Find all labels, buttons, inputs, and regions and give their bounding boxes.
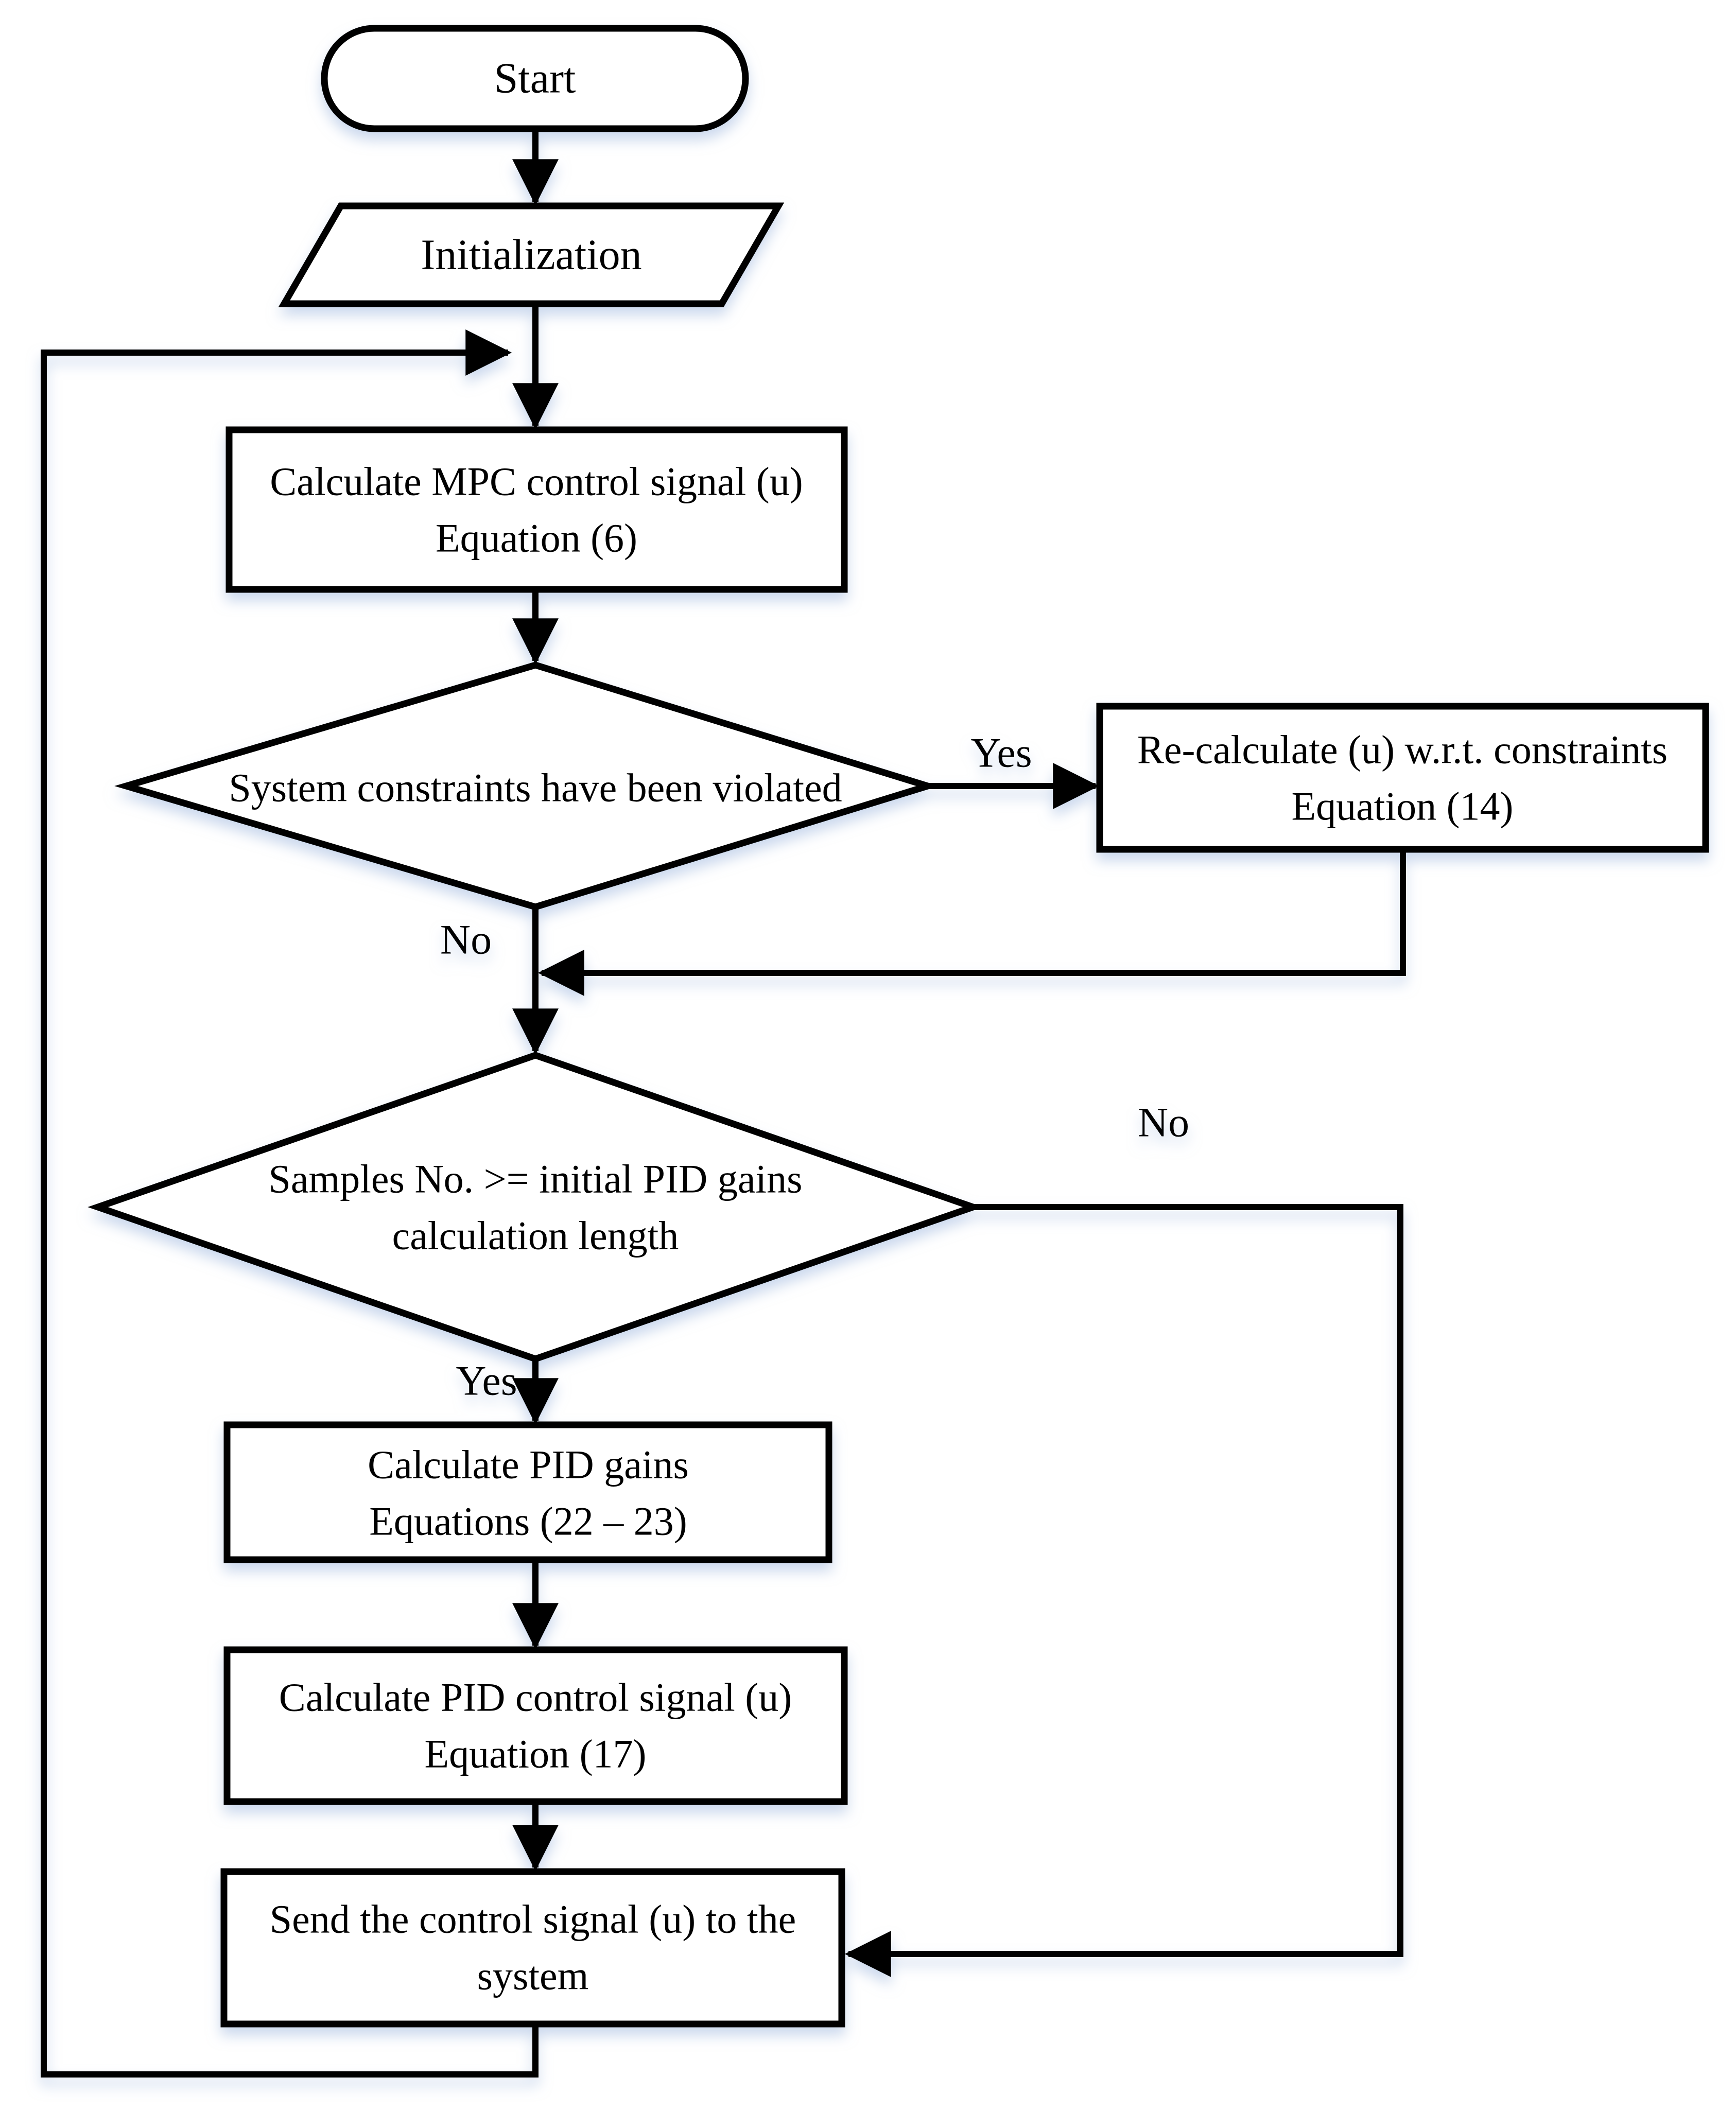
recalculate-label-line2: Equation (14) xyxy=(1291,784,1513,829)
pid-signal-label-line2: Equation (17) xyxy=(424,1732,646,1776)
pid-signal-process-box xyxy=(223,1646,848,1805)
initialization-parallelogram xyxy=(278,202,785,307)
calc-mpc-label-line1: Calculate MPC control signal (u) xyxy=(270,459,803,504)
samples-decision-diamond xyxy=(88,1052,983,1363)
label-samples-yes: Yes xyxy=(456,1357,517,1404)
calc-mpc-label-line2: Equation (6) xyxy=(436,516,637,561)
edge-loop-back xyxy=(41,329,539,2078)
constraints-decision-label: System constraints have been violated xyxy=(229,765,842,810)
edge-recalculate-to-merge xyxy=(537,849,1406,996)
recalculate-label-line1: Re-calculate (u) w.r.t. constraints xyxy=(1137,727,1668,772)
calc-mpc-process-box xyxy=(225,426,848,593)
pid-gains-label-line2: Equations (22 – 23) xyxy=(369,1499,687,1544)
label-constraints-no: No xyxy=(440,916,492,963)
initialization-label: Initialization xyxy=(421,231,641,279)
start-terminator xyxy=(321,25,749,132)
samples-decision-label-line2: calculation length xyxy=(392,1213,679,1258)
pid-gains-process-box xyxy=(223,1421,832,1563)
send-signal-label-line2: system xyxy=(477,1953,589,1998)
send-signal-label-line1: Send the control signal (u) to the xyxy=(270,1897,796,1942)
pid-gains-label-line1: Calculate PID gains xyxy=(368,1442,689,1487)
edge-samples-no-to-send-signal xyxy=(844,1204,1403,1977)
constraints-decision-diamond xyxy=(114,661,940,911)
start-label: Start xyxy=(494,55,576,102)
send-signal-process-box xyxy=(220,1868,845,2028)
pid-signal-label-line1: Calculate PID control signal (u) xyxy=(279,1675,792,1720)
label-samples-no: No xyxy=(1138,1099,1189,1146)
label-constraints-yes: Yes xyxy=(970,729,1032,776)
samples-decision-label-line1: Samples No. >= initial PID gains xyxy=(269,1157,803,1201)
recalculate-process-box xyxy=(1096,703,1709,853)
